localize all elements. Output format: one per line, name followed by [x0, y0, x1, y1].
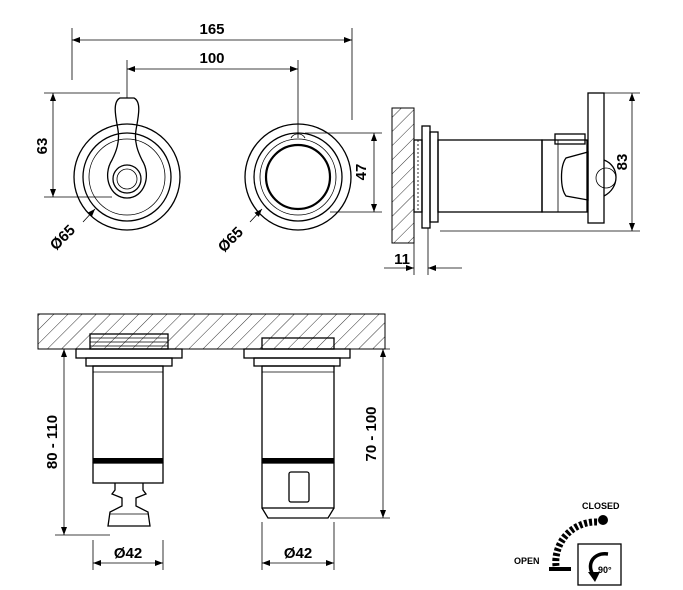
rotation-legend: OPEN CLOSED 90°	[514, 501, 622, 586]
dim-80-110-label: 80 - 110	[44, 415, 61, 469]
closed-label: CLOSED	[582, 501, 620, 511]
dimension-63: 63	[34, 92, 120, 198]
dimension-83: 83	[440, 92, 640, 232]
angle-label: 90°	[598, 565, 612, 575]
dimension-80-110: 80 - 110	[44, 348, 110, 536]
dim-83-label: 83	[614, 154, 631, 171]
lever-cartridge-band	[93, 458, 163, 463]
dimension-47: 47	[305, 132, 382, 213]
handle-front-view	[244, 123, 352, 231]
handle-cartridge-section	[243, 337, 351, 519]
dimension-70-100: 70 - 100	[330, 348, 390, 519]
dimension-handle-diameter: Ø65	[215, 208, 263, 256]
open-marker	[549, 567, 571, 571]
dimension-11: 11	[384, 228, 462, 275]
lever-diameter-label: Ø65	[47, 222, 79, 254]
dim-100-label: 100	[199, 50, 224, 67]
right-base-diameter-label: Ø42	[284, 545, 312, 562]
open-label: OPEN	[514, 556, 540, 566]
bottom-wall-hatch	[37, 313, 386, 350]
dimension-right-base-diameter: Ø42	[261, 522, 335, 570]
rotation-arc	[552, 518, 599, 567]
closed-marker	[598, 515, 608, 525]
left-base-diameter-label: Ø42	[114, 545, 142, 562]
dimension-left-base-diameter: Ø42	[92, 540, 164, 570]
dim-47-label: 47	[353, 164, 370, 181]
handle-cartridge-band	[262, 458, 334, 463]
lever-front-view	[73, 97, 181, 231]
dimension-165: 165	[71, 21, 353, 120]
dim-165-label: 165	[199, 21, 224, 38]
dimension-100: 100	[126, 50, 299, 138]
dim-70-100-label: 70 - 100	[363, 406, 380, 461]
side-view	[391, 92, 617, 244]
side-wall-hatch	[391, 107, 415, 244]
lever-cartridge-section	[75, 333, 183, 527]
dim-11-label: 11	[394, 251, 410, 268]
dim-63-label: 63	[34, 138, 51, 155]
dimension-lever-diameter: Ø65	[47, 208, 96, 254]
rotate-90-arrowhead	[588, 572, 600, 582]
handle-diameter-label: Ø65	[215, 224, 247, 256]
